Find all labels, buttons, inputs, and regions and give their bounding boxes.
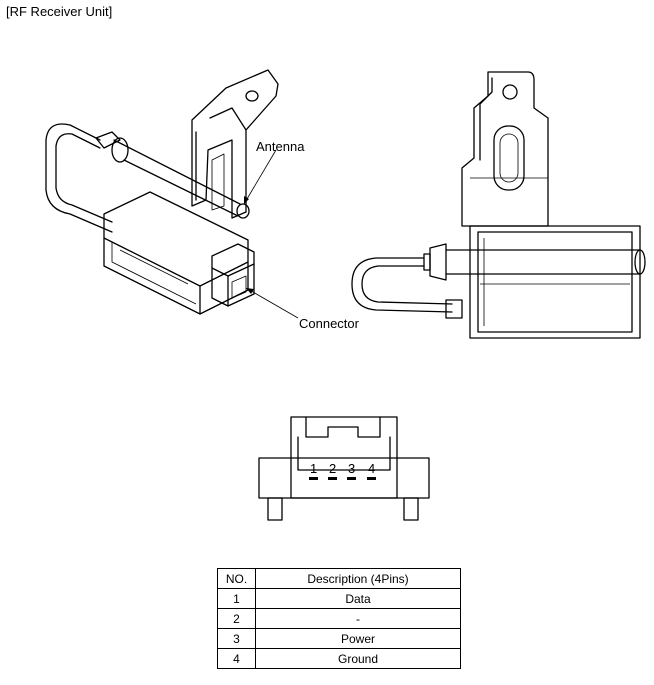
rf-unit-iso-view — [45, 69, 279, 315]
bracket-hole — [245, 90, 259, 102]
page-title: [RF Receiver Unit] — [6, 4, 113, 19]
pin-description-table: NO. Description (4Pins) 1 Data 2 - 3 Pow… — [217, 568, 461, 669]
table-header-row: NO. Description (4Pins) — [217, 568, 461, 589]
antenna-tip — [236, 203, 250, 219]
cell-description: Power — [255, 628, 461, 649]
table-row: 3 Power — [217, 628, 461, 649]
cell-description: - — [255, 608, 461, 629]
pin-label-2: 2 — [329, 461, 336, 476]
connector-pin-labels: 1 2 3 4 — [309, 461, 376, 480]
table-row: 1 Data — [217, 588, 461, 609]
bracket-hole-front — [502, 84, 518, 100]
cell-no: 2 — [217, 608, 256, 629]
pin-mark-1 — [309, 477, 318, 480]
pin-label-1: 1 — [310, 461, 317, 476]
connector-face — [258, 416, 430, 521]
callout-connector: Connector — [299, 316, 359, 331]
table-row: 2 - — [217, 608, 461, 629]
rf-unit-front-view — [351, 71, 646, 339]
callout-leaders — [243, 149, 299, 319]
table-row: 4 Ground — [217, 648, 461, 669]
cell-no: 3 — [217, 628, 256, 649]
header-no: NO. — [217, 568, 256, 589]
pin-label-4: 4 — [368, 461, 375, 476]
cell-no: 1 — [217, 588, 256, 609]
pin-mark-3 — [347, 477, 356, 480]
pin-label-3: 3 — [348, 461, 355, 476]
pin-mark-2 — [328, 477, 337, 480]
callout-antenna: Antenna — [256, 139, 305, 154]
header-description: Description (4Pins) — [255, 568, 461, 589]
pin-mark-4 — [367, 477, 376, 480]
cell-description: Ground — [255, 648, 461, 669]
cell-description: Data — [255, 588, 461, 609]
cell-no: 4 — [217, 648, 256, 669]
